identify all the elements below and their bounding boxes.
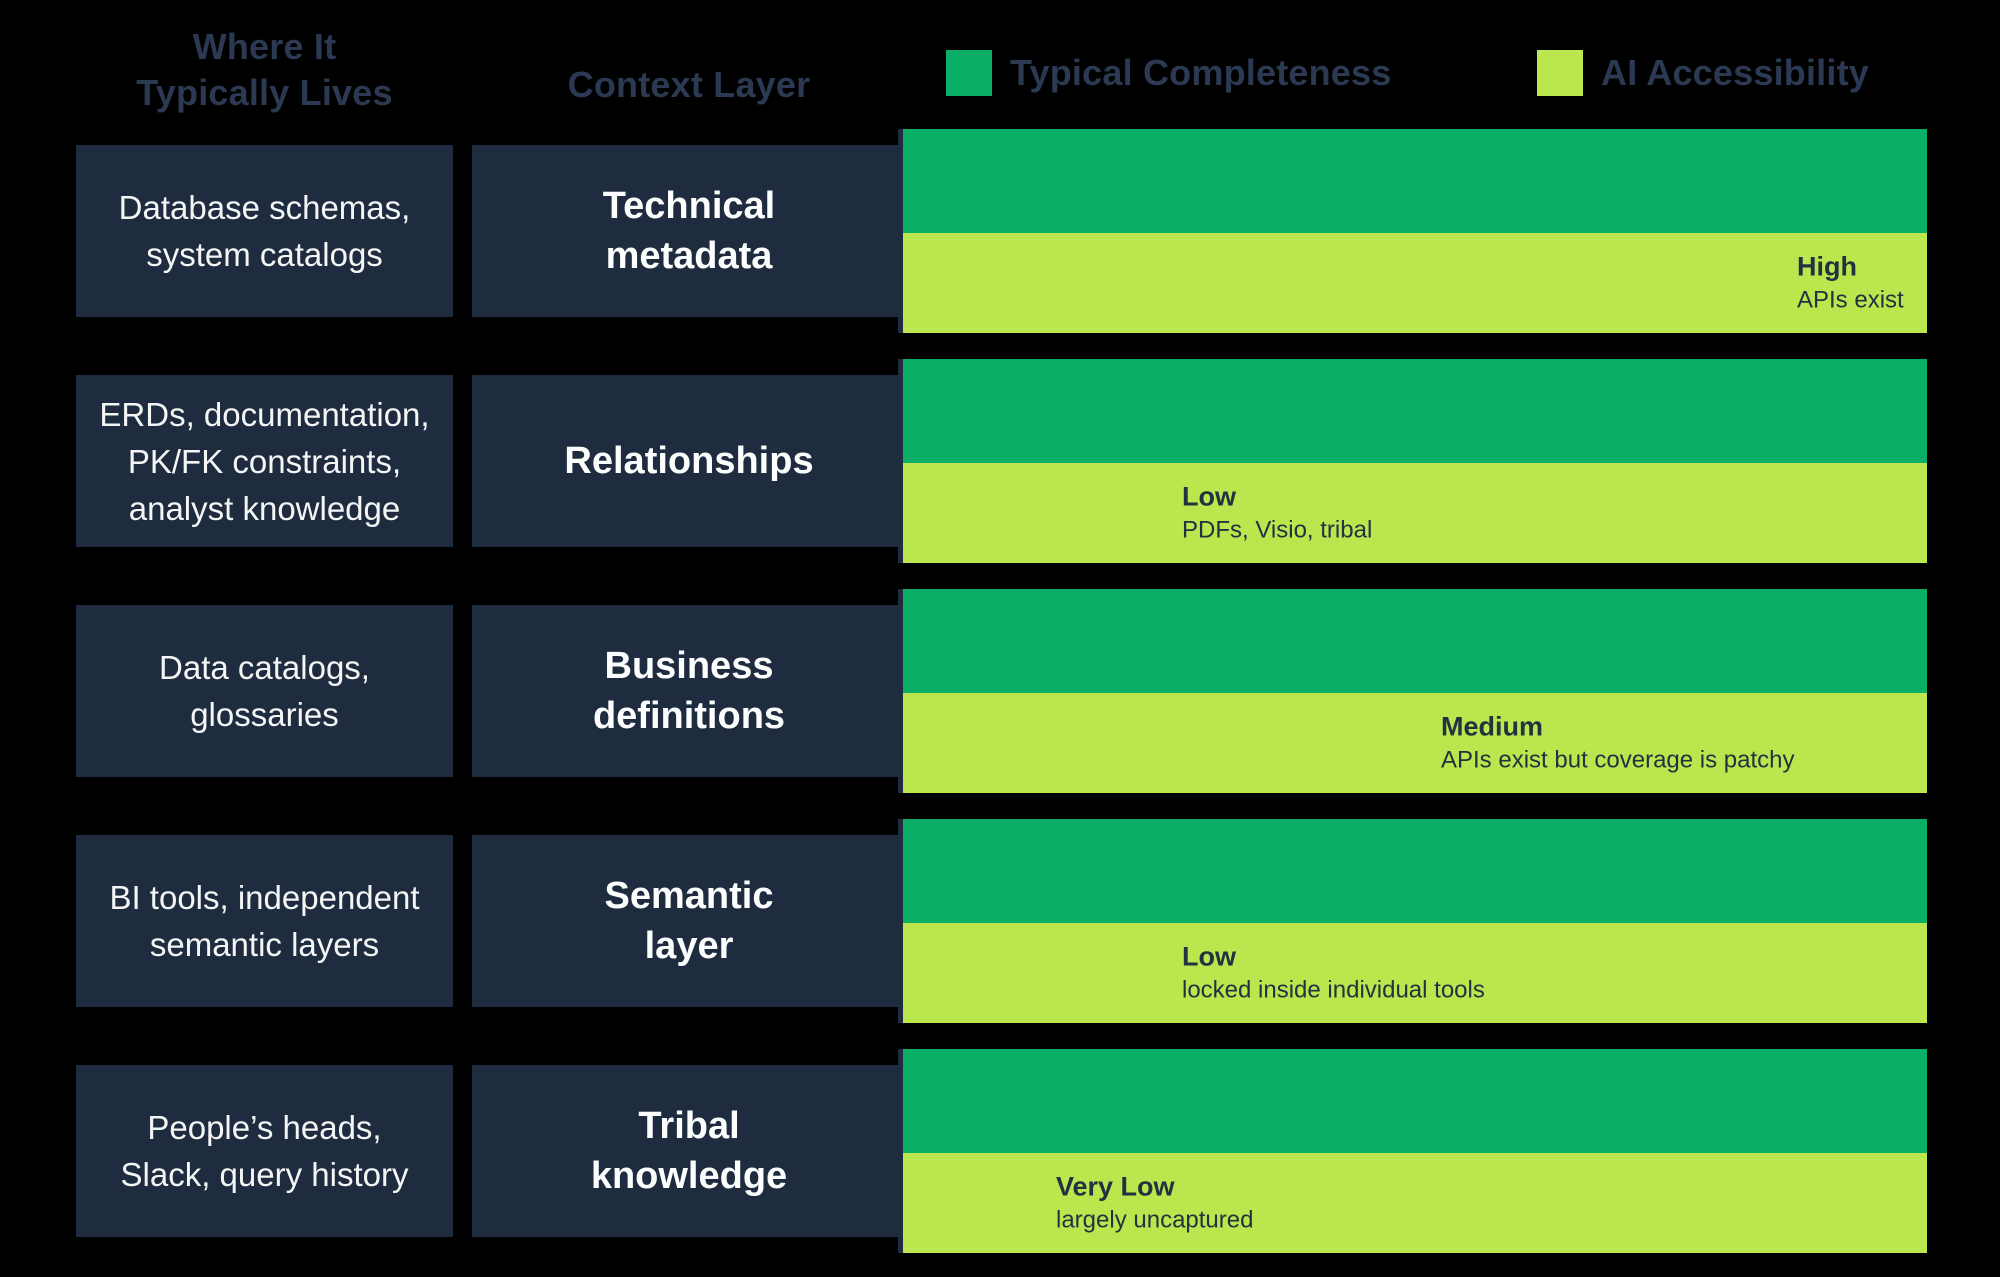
where-it-lives-box: ERDs, documentation, PK/FK constraints, …: [76, 375, 453, 547]
where-it-lives-box: BI tools, independent semantic layers: [76, 835, 453, 1007]
axis-strip: [898, 1049, 903, 1253]
bar-group: Low PDFs, Visio, tribal: [903, 359, 1927, 563]
completeness-bar: [903, 359, 1927, 463]
axis-strip: [898, 359, 903, 563]
accessibility-bar: High APIs exist: [903, 233, 1927, 333]
axis-strip: [898, 819, 903, 1023]
axis-strip: [898, 589, 903, 793]
accessibility-label: Medium APIs exist but coverage is patchy: [1441, 711, 1795, 776]
chart-row: BI tools, independent semantic layers Se…: [0, 819, 2000, 1023]
where-it-lives-box: People’s heads, Slack, query history: [76, 1065, 453, 1237]
accessibility-level-label: Low: [1182, 941, 1236, 972]
bar-group: Medium APIs exist but coverage is patchy: [903, 589, 1927, 793]
accessibility-label: Low PDFs, Visio, tribal: [1182, 481, 1372, 546]
context-layer-box: Relationships: [472, 375, 906, 547]
accessibility-level-label: High: [1797, 251, 1857, 282]
accessibility-level-label: Very Low: [1056, 1171, 1175, 1202]
completeness-bar: [903, 589, 1927, 693]
legend-label: AI Accessibility: [1601, 52, 1869, 93]
accessibility-legend-swatch: [1537, 50, 1583, 96]
context-layer-box: Technical metadata: [472, 145, 906, 317]
bar-group: High APIs exist: [903, 129, 1927, 333]
bar-group: Very Low largely uncaptured: [903, 1049, 1927, 1253]
chart-rows: Database schemas, system catalogs Techni…: [0, 129, 2000, 1253]
accessibility-level-label: Medium: [1441, 711, 1544, 742]
accessibility-bar: Low PDFs, Visio, tribal: [903, 463, 1927, 563]
accessibility-note: APIs exist but coverage is patchy: [1441, 746, 1795, 774]
completeness-bar: [903, 129, 1927, 233]
chart-row: People’s heads, Slack, query history Tri…: [0, 1049, 2000, 1253]
completeness-bar: [903, 819, 1927, 923]
accessibility-bar: Medium APIs exist but coverage is patchy: [903, 693, 1927, 793]
chart-row: Database schemas, system catalogs Techni…: [0, 129, 2000, 333]
legend-item-typical-completeness: Typical Completeness: [946, 50, 1391, 96]
accessibility-note: largely uncaptured: [1056, 1206, 1254, 1234]
column-header-where-it-lives: Where It Typically Lives: [136, 26, 393, 113]
context-layer-box: Business definitions: [472, 605, 906, 777]
accessibility-label: Low locked inside individual tools: [1182, 941, 1485, 1006]
chart-row: Data catalogs, glossaries Business defin…: [0, 589, 2000, 793]
where-it-lives-box: Database schemas, system catalogs: [76, 145, 453, 317]
accessibility-level-label: Low: [1182, 481, 1236, 512]
accessibility-label: High APIs exist: [1797, 251, 1904, 316]
context-layer-box: Tribal knowledge: [472, 1065, 906, 1237]
completeness-legend-swatch: [946, 50, 992, 96]
chart-row: ERDs, documentation, PK/FK constraints, …: [0, 359, 2000, 563]
completeness-bar: [903, 1049, 1927, 1153]
legend-item-ai-accessibility: AI Accessibility: [1537, 50, 1869, 96]
accessibility-note: PDFs, Visio, tribal: [1182, 516, 1373, 544]
accessibility-note: APIs exist: [1797, 286, 1904, 314]
legend-label: Typical Completeness: [1010, 52, 1392, 93]
accessibility-bar: Low locked inside individual tools: [903, 923, 1927, 1023]
column-header-context-layer: Context Layer: [567, 64, 811, 105]
accessibility-bar: Very Low largely uncaptured: [903, 1153, 1927, 1253]
accessibility-note: locked inside individual tools: [1182, 976, 1485, 1004]
bar-group: Low locked inside individual tools: [903, 819, 1927, 1023]
context-layer-box: Semantic layer: [472, 835, 906, 1007]
where-it-lives-box: Data catalogs, glossaries: [76, 605, 453, 777]
accessibility-label: Very Low largely uncaptured: [1056, 1171, 1253, 1236]
axis-strip: [898, 129, 903, 333]
